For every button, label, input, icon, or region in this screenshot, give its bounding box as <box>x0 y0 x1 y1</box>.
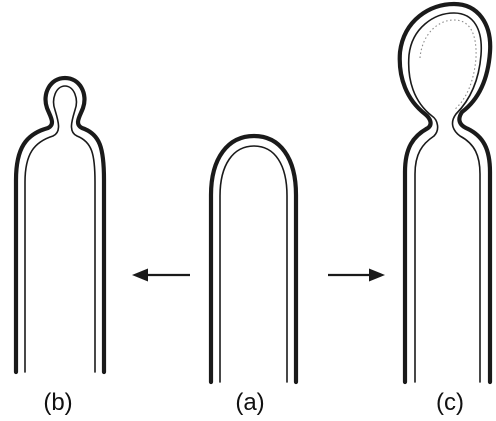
arrow-to-b-head <box>132 269 148 282</box>
tube-b-outer-wall <box>16 78 104 372</box>
tube-a <box>211 136 296 382</box>
tube-a-outer-wall <box>211 136 296 382</box>
tube-c <box>400 4 490 382</box>
panel-label-c: (c) <box>436 389 464 416</box>
arrow-to-b <box>132 269 190 282</box>
tube-c-outer-wall <box>400 4 490 382</box>
panel-label-a: (a) <box>235 389 264 416</box>
tube-b <box>16 78 104 372</box>
tube-c-balloon-texture <box>420 20 476 110</box>
tube-c-inner-wall <box>409 13 482 382</box>
panel-label-b: (b) <box>43 389 72 416</box>
arrow-to-c <box>328 269 385 282</box>
arrow-to-c-head <box>369 269 385 282</box>
tube-a-inner-wall <box>220 146 287 382</box>
